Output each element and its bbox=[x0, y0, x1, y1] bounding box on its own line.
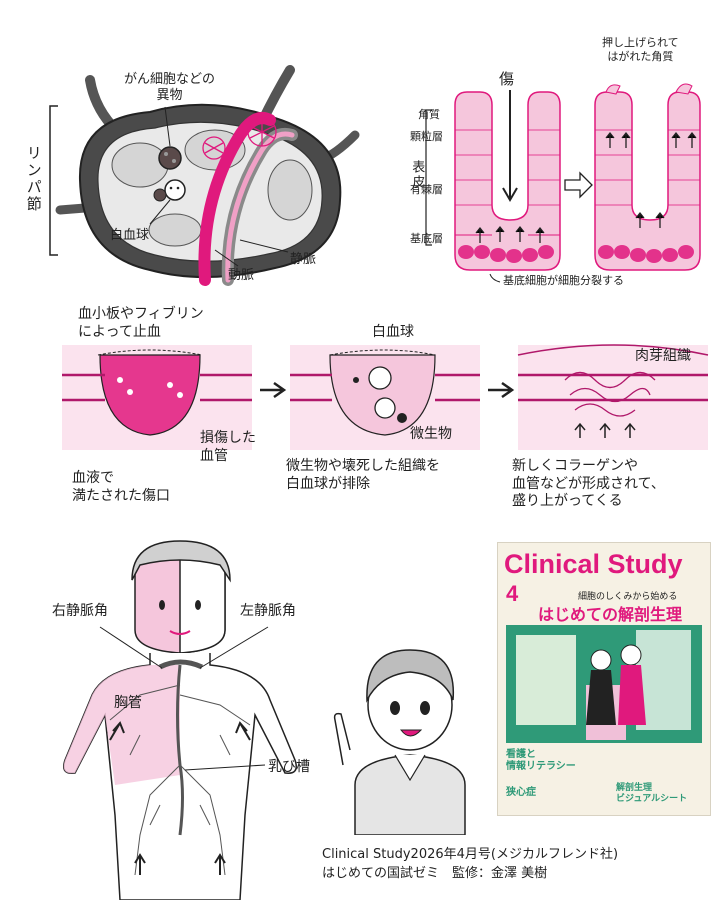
cover-issue: 4 bbox=[506, 581, 519, 606]
cover-feature-prefix: 細胞のしくみから始める bbox=[578, 592, 678, 602]
cover-side-item-3: 解剖生理 ビジュアルシート bbox=[616, 783, 688, 804]
character-illustration bbox=[333, 649, 466, 835]
healing-step-3 bbox=[517, 344, 709, 450]
cover-title: Clinical Study bbox=[504, 549, 683, 579]
layer-label-keratin: 角質 bbox=[418, 108, 440, 121]
epidermis-illustration bbox=[425, 83, 701, 283]
wbc-cell-1 bbox=[368, 366, 392, 390]
white-blood-cell-label: 白血球 bbox=[110, 228, 150, 243]
healing-step-2 bbox=[290, 345, 480, 450]
wbc-cell-2 bbox=[374, 397, 396, 419]
layer-label-basal: 基底層 bbox=[410, 232, 443, 245]
lymph-body-panel: 右静脈角 左静脈角 胸管 乳び槽 bbox=[40, 535, 330, 900]
thoracic-duct-label: 胸管 bbox=[114, 695, 142, 711]
epidermis-panel: 表皮 角質 顆粒層 有棘層 基底層 傷 押し上げられて はがれた角質 基底細胞が… bbox=[370, 30, 715, 295]
thoracic-duct bbox=[176, 664, 184, 836]
epidermis-label: 表皮 bbox=[409, 160, 425, 190]
step2-description: 微生物や壊死した組織を 白血球が排除 bbox=[286, 458, 440, 492]
cover-side-item-2: 狭心症 bbox=[506, 787, 536, 798]
wound-healing-panel: 血小板やフィブリン によって止血 損傷した 血管 血液で 満たされた傷口 白血球… bbox=[50, 300, 720, 530]
step3-tissue-label: 肉芽組織 bbox=[635, 348, 691, 364]
left-venous-angle-label: 左静脈角 bbox=[240, 603, 296, 619]
microbe bbox=[397, 413, 407, 423]
epidermis-wound-left bbox=[454, 90, 561, 271]
body-illustration bbox=[63, 540, 297, 900]
step2-wbc-label: 白血球 bbox=[372, 324, 414, 340]
layer-label-spinous: 有棘層 bbox=[410, 183, 443, 196]
character-panel bbox=[325, 620, 495, 835]
afferent-vessel-left2 bbox=[55, 203, 90, 215]
step1-hemostasis-label: 血小板やフィブリン によって止血 bbox=[78, 306, 204, 340]
granulation-tissue bbox=[564, 371, 656, 417]
magazine-cover: Clinical Study 4 細胞のしくみから始める はじめての解剖生理 看… bbox=[497, 542, 711, 816]
peeled-keratin-left bbox=[605, 84, 621, 95]
wound-label: 傷 bbox=[499, 70, 515, 88]
artery-label: 動脈 bbox=[228, 268, 255, 283]
step3-description: 新しくコラーゲンや 血管などが形成されて、 盛り上がってくる bbox=[512, 458, 665, 509]
basal-division-note: 基底細胞が細胞分裂する bbox=[503, 274, 624, 287]
foreign-body-label: がん細胞などの 異物 bbox=[124, 72, 216, 104]
process-arrow bbox=[564, 171, 593, 199]
cover-side-item-1: 看護と 情報リテラシー bbox=[506, 749, 576, 772]
white-blood-cell bbox=[164, 179, 186, 201]
cover-artwork bbox=[506, 625, 702, 743]
vein-label: 静脈 bbox=[290, 252, 317, 267]
peeled-keratin-label: 押し上げられて はがれた角質 bbox=[602, 36, 679, 63]
lymph-node-bracket bbox=[49, 105, 58, 256]
source-caption: Clinical Study2026年4月号(メジカルフレンド社) はじめての国… bbox=[322, 846, 712, 884]
lymph-node-illustration bbox=[49, 65, 360, 286]
step1-vessel-label: 損傷した 血管 bbox=[200, 430, 256, 464]
right-venous-angle-label: 右静脈角 bbox=[52, 603, 108, 619]
peeled-keratin-right bbox=[675, 83, 693, 95]
lymph-node-label: リンパ節 bbox=[24, 145, 43, 213]
healing-step-1 bbox=[62, 345, 252, 450]
lymph-node-panel: リンパ節 がん細胞などの 異物 白血球 動脈 静脈 bbox=[0, 40, 370, 290]
wound-healing-illustration bbox=[62, 344, 709, 450]
epidermis-wound-right bbox=[594, 83, 701, 271]
caption-line-2: はじめての国試ゼミ 監修：金澤 美樹 bbox=[322, 865, 548, 881]
layer-label-granular: 顆粒層 bbox=[410, 130, 443, 143]
cover-feature-title: はじめての解剖生理 bbox=[538, 605, 683, 624]
step2-microbe-label: 微生物 bbox=[410, 426, 452, 442]
cancer-cell bbox=[158, 146, 182, 170]
step1-blood-label: 血液で 満たされた傷口 bbox=[72, 470, 170, 504]
cisterna-chyli-label: 乳び槽 bbox=[268, 759, 310, 775]
caption-line-1: Clinical Study2026年4月号(メジカルフレンド社) bbox=[322, 847, 619, 862]
